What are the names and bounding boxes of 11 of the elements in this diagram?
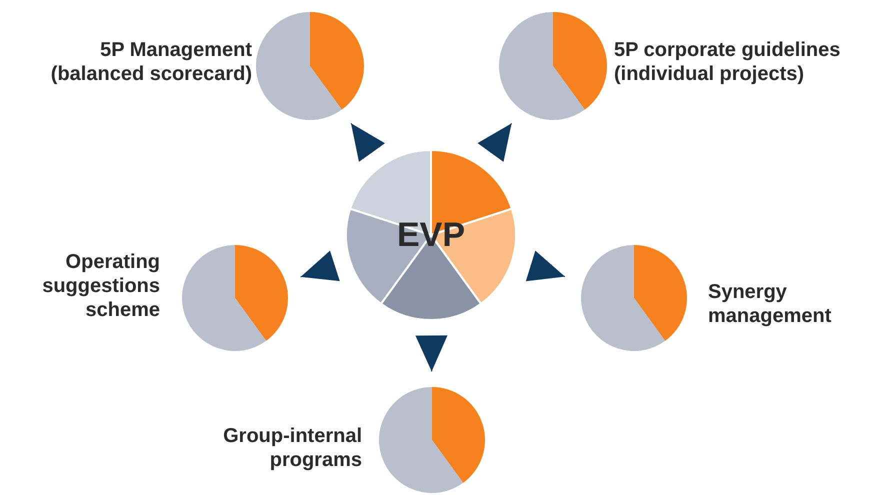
center-title: EVP [396,215,466,255]
category-label: Operating suggestions scheme [41,250,160,322]
category-label: Synergy management [708,280,832,328]
arrow [526,250,566,282]
category-label: Group-internal programs [222,424,362,472]
arrow [478,122,512,162]
arrow [416,335,448,372]
category-label: 5P corporate guidelines (individual projects) [614,38,842,86]
arrow [350,122,385,162]
category-label: 5P Management (balanced scorecard) [50,38,252,86]
arrow [300,250,340,282]
